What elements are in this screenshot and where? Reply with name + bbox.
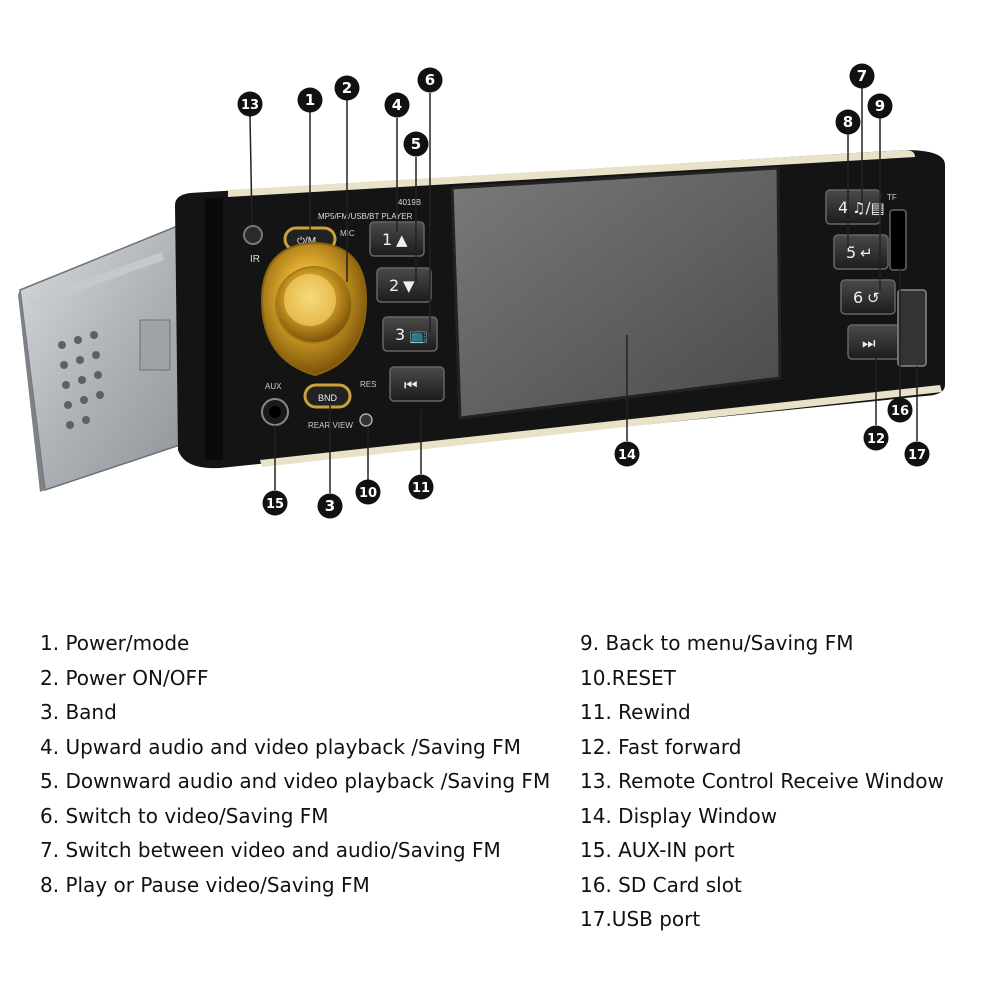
svg-text:14: 14 [618,448,636,463]
svg-text:2: 2 [342,79,352,97]
right-button-column: 4♫/▤ 5↵ 6↺ ⏭ [825,189,903,360]
svg-text:9: 9 [875,97,885,115]
svg-text:13: 13 [241,98,259,113]
reset-button[interactable] [359,413,373,427]
right-button-icon: ⏭ [862,334,876,352]
callout-10: 10 [355,479,381,505]
legend-item: 17.USB port [580,907,701,931]
svg-text:5: 5 [411,135,421,153]
svg-text:7: 7 [857,67,867,85]
left-button-icon: 📺 [409,326,428,344]
callout-2: 2 [334,75,360,101]
svg-text:12: 12 [867,432,885,447]
metal-chassis [18,223,196,492]
svg-text:16: 16 [891,404,909,419]
model-label: 4019B [398,198,421,207]
right-button-number: 4 [838,198,848,217]
left-button-icon: ▲ [396,231,408,249]
callout-1: 1 [297,87,323,113]
res-label: RES [360,380,376,389]
right-button-4[interactable]: ⏭ [847,324,903,360]
svg-text:3: 3 [325,497,335,515]
svg-text:6: 6 [425,71,435,89]
left-button-icon: ⏮ [404,376,418,394]
callout-4: 4 [384,92,410,118]
legend-item: 1. Power/mode [40,631,190,655]
left-button-3[interactable]: 3📺 [382,316,438,352]
left-button-4[interactable]: ⏮ [389,366,445,402]
svg-text:4: 4 [392,96,402,114]
car-stereo-diagram: IR ⏻/M MIC MP5/FM/USB/BT PLAYER 4019B BN… [18,63,945,519]
callout-17: 17 [904,441,930,467]
legend-item: 3. Band [40,700,117,724]
svg-text:15: 15 [266,497,284,512]
legend-item: 9. Back to menu/Saving FM [580,631,854,655]
svg-text:1: 1 [305,91,315,109]
callout-3: 3 [317,493,343,519]
legend-item: 6. Switch to video/Saving FM [40,803,329,828]
callout-14: 14 [614,441,640,467]
right-button-number: 6 [853,288,863,307]
left-button-number: 3 [395,325,405,344]
legend-item: 5. Downward audio and video playback /Sa… [40,769,551,793]
callout-9: 9 [867,93,893,119]
legend-right: 9. Back to menu/Saving FM 10.RESET 11. R… [580,628,944,939]
player-label: MP5/FM/USB/BT PLAYER [318,212,413,221]
legend-item: 4. Upward audio and video playback /Savi… [40,734,521,759]
left-button-number: 1 [382,230,392,249]
callout-12: 12 [863,425,889,451]
sd-card-slot[interactable] [889,209,907,271]
left-button-1[interactable]: 1▲ [369,221,425,257]
legend-item: 2. Power ON/OFF [40,665,209,690]
callout-7: 7 [849,63,875,89]
legend-item: 14. Display Window [580,803,778,828]
callout-5: 5 [403,131,429,157]
callout-16: 16 [887,397,913,423]
band-button[interactable] [303,383,352,409]
right-button-icon: ♫/▤ [852,199,885,217]
right-button-number: 5 [846,243,856,262]
right-button-icon: ↺ [867,289,880,307]
aux-port[interactable] [261,398,289,426]
callout-8: 8 [835,109,861,135]
callout-11: 11 [408,474,434,500]
svg-text:8: 8 [843,113,853,131]
leader-lines [249,88,918,493]
legend-left: 1. Power/mode 2. Power ON/OFF 3. Band 4.… [40,628,550,904]
bnd-label: BND [318,393,338,403]
legend-item: 13. Remote Control Receive Window [580,769,944,793]
left-button-2[interactable]: 2▼ [376,267,432,303]
legend-item: 16. SD Card slot [580,872,742,897]
legend-item: 10.RESET [580,665,676,690]
legend-item: 12. Fast forward [580,734,742,759]
right-button-1[interactable]: 4♫/▤ [825,189,885,225]
ir-window [243,225,263,245]
callout-13: 13 [237,91,263,117]
power-volume-knob[interactable] [260,241,368,377]
legend-item: 15. AUX-IN port [580,838,735,862]
legend-item: 8. Play or Pause video/Saving FM [40,872,370,897]
display-window [450,166,782,420]
right-button-3[interactable]: 6↺ [840,279,896,315]
left-button-icon: ▼ [403,277,415,295]
svg-text:11: 11 [412,481,430,496]
tf-label: TF [887,193,897,202]
legend-item: 11. Rewind [580,700,691,724]
usb-port[interactable] [897,289,927,367]
ir-label: IR [250,254,260,265]
svg-text:10: 10 [359,486,377,501]
power-mode-label: ⏻/M [297,236,316,247]
legend-item: 7. Switch between video and audio/Saving… [40,838,501,862]
right-button-icon: ↵ [860,244,873,262]
aux-label: AUX [265,382,282,391]
callout-6: 6 [417,67,443,93]
svg-text:17: 17 [908,448,926,463]
left-button-number: 2 [389,276,399,295]
left-button-column: 1▲ 2▼ 3📺 ⏮ [369,221,445,402]
callout-15: 15 [262,490,288,516]
